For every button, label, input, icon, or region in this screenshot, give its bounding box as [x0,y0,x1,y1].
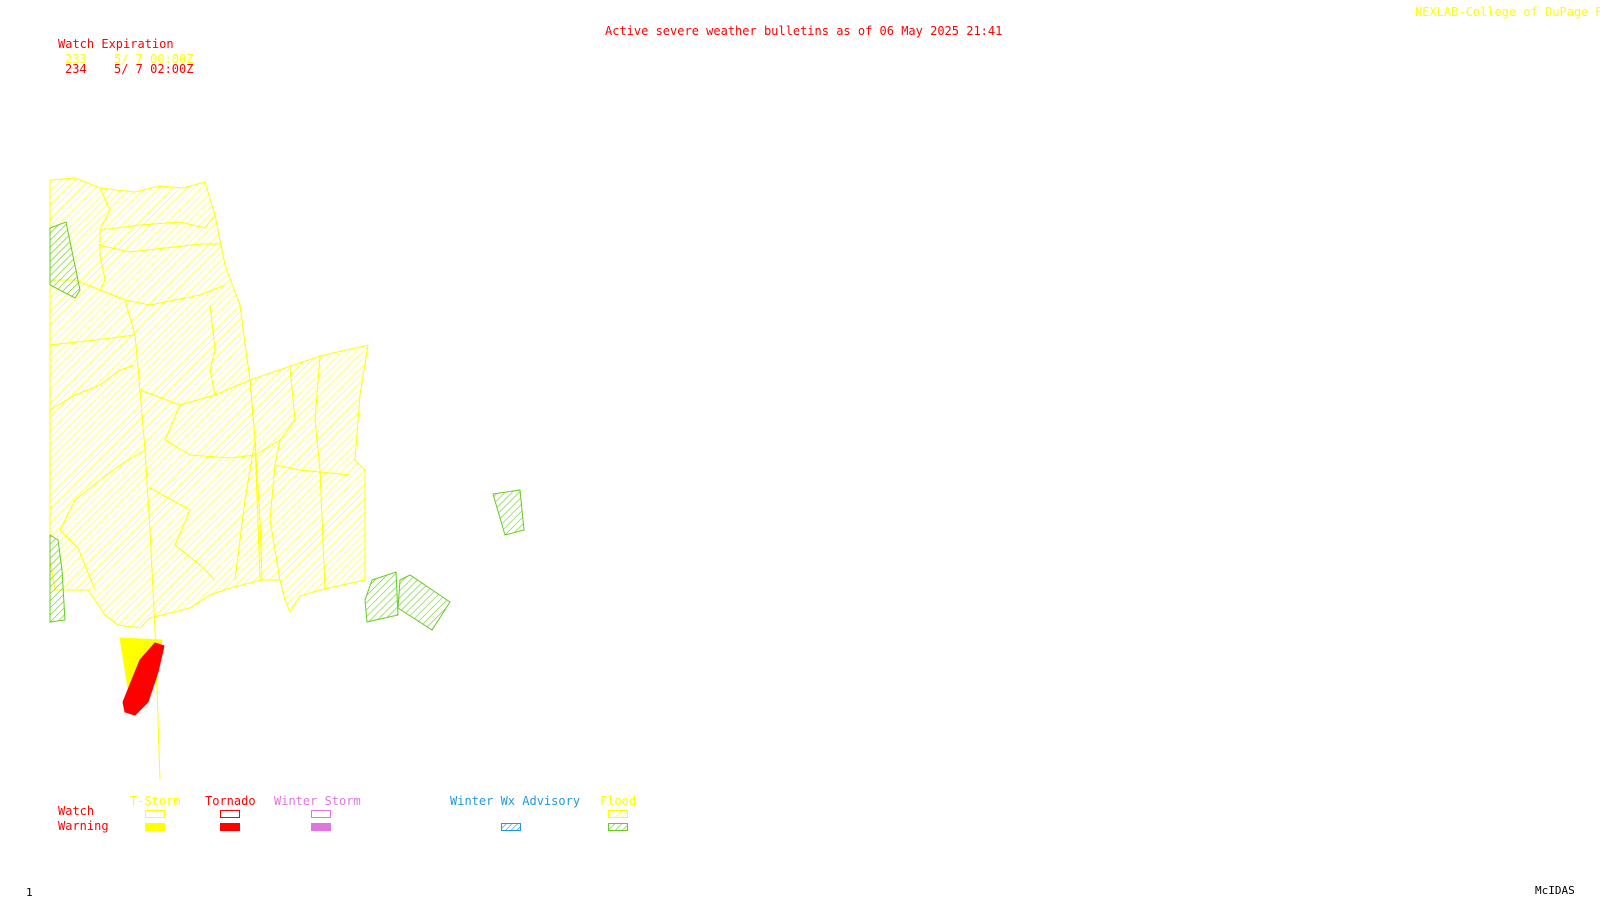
legend-tornado-label: Tornado [205,794,256,808]
county-borders [49,187,351,781]
legend-winter-adv-label: Winter Wx Advisory [450,794,581,808]
flood-watch-swatch [608,810,628,818]
watch-number: 234 [65,62,87,76]
tstorm-warning-swatch [145,823,165,831]
legend-tstorm-label: T-Storm [130,794,181,808]
software-label: McIDAS [1535,884,1575,897]
tstorm-watch-area [49,177,369,629]
watch-expires: 5/ 7 02:00Z [114,62,194,76]
legend-winter-storm-label: Winter Storm [274,794,361,808]
tornado-warning-swatch [220,823,240,831]
flood-warning-swatch [608,823,628,831]
flood-warning-areas [49,221,525,631]
legend-watch-label: Watch [58,804,95,818]
tstorm-watch-swatch [145,810,165,818]
watch-expiration-heading: Watch Expiration [58,37,174,51]
legend-warning-label: Warning [58,819,109,833]
tornado-warning-polygon [122,642,165,716]
winter-storm-warning-swatch [311,823,331,831]
watch-expires: 5/ 7 00:00Z [114,52,194,66]
winter-adv-swatch [501,823,521,831]
credit-label: NEXLAB-College of DuPage R [1415,5,1600,19]
winter-storm-watch-swatch [311,810,331,818]
frame-number: 1 [26,886,33,899]
watch-number: 233 [65,52,87,66]
tornado-watch-swatch [220,810,240,818]
bulletin-title: Active severe weather bulletins as of 06… [605,24,1003,38]
legend-flood-label: Flood [600,794,637,808]
